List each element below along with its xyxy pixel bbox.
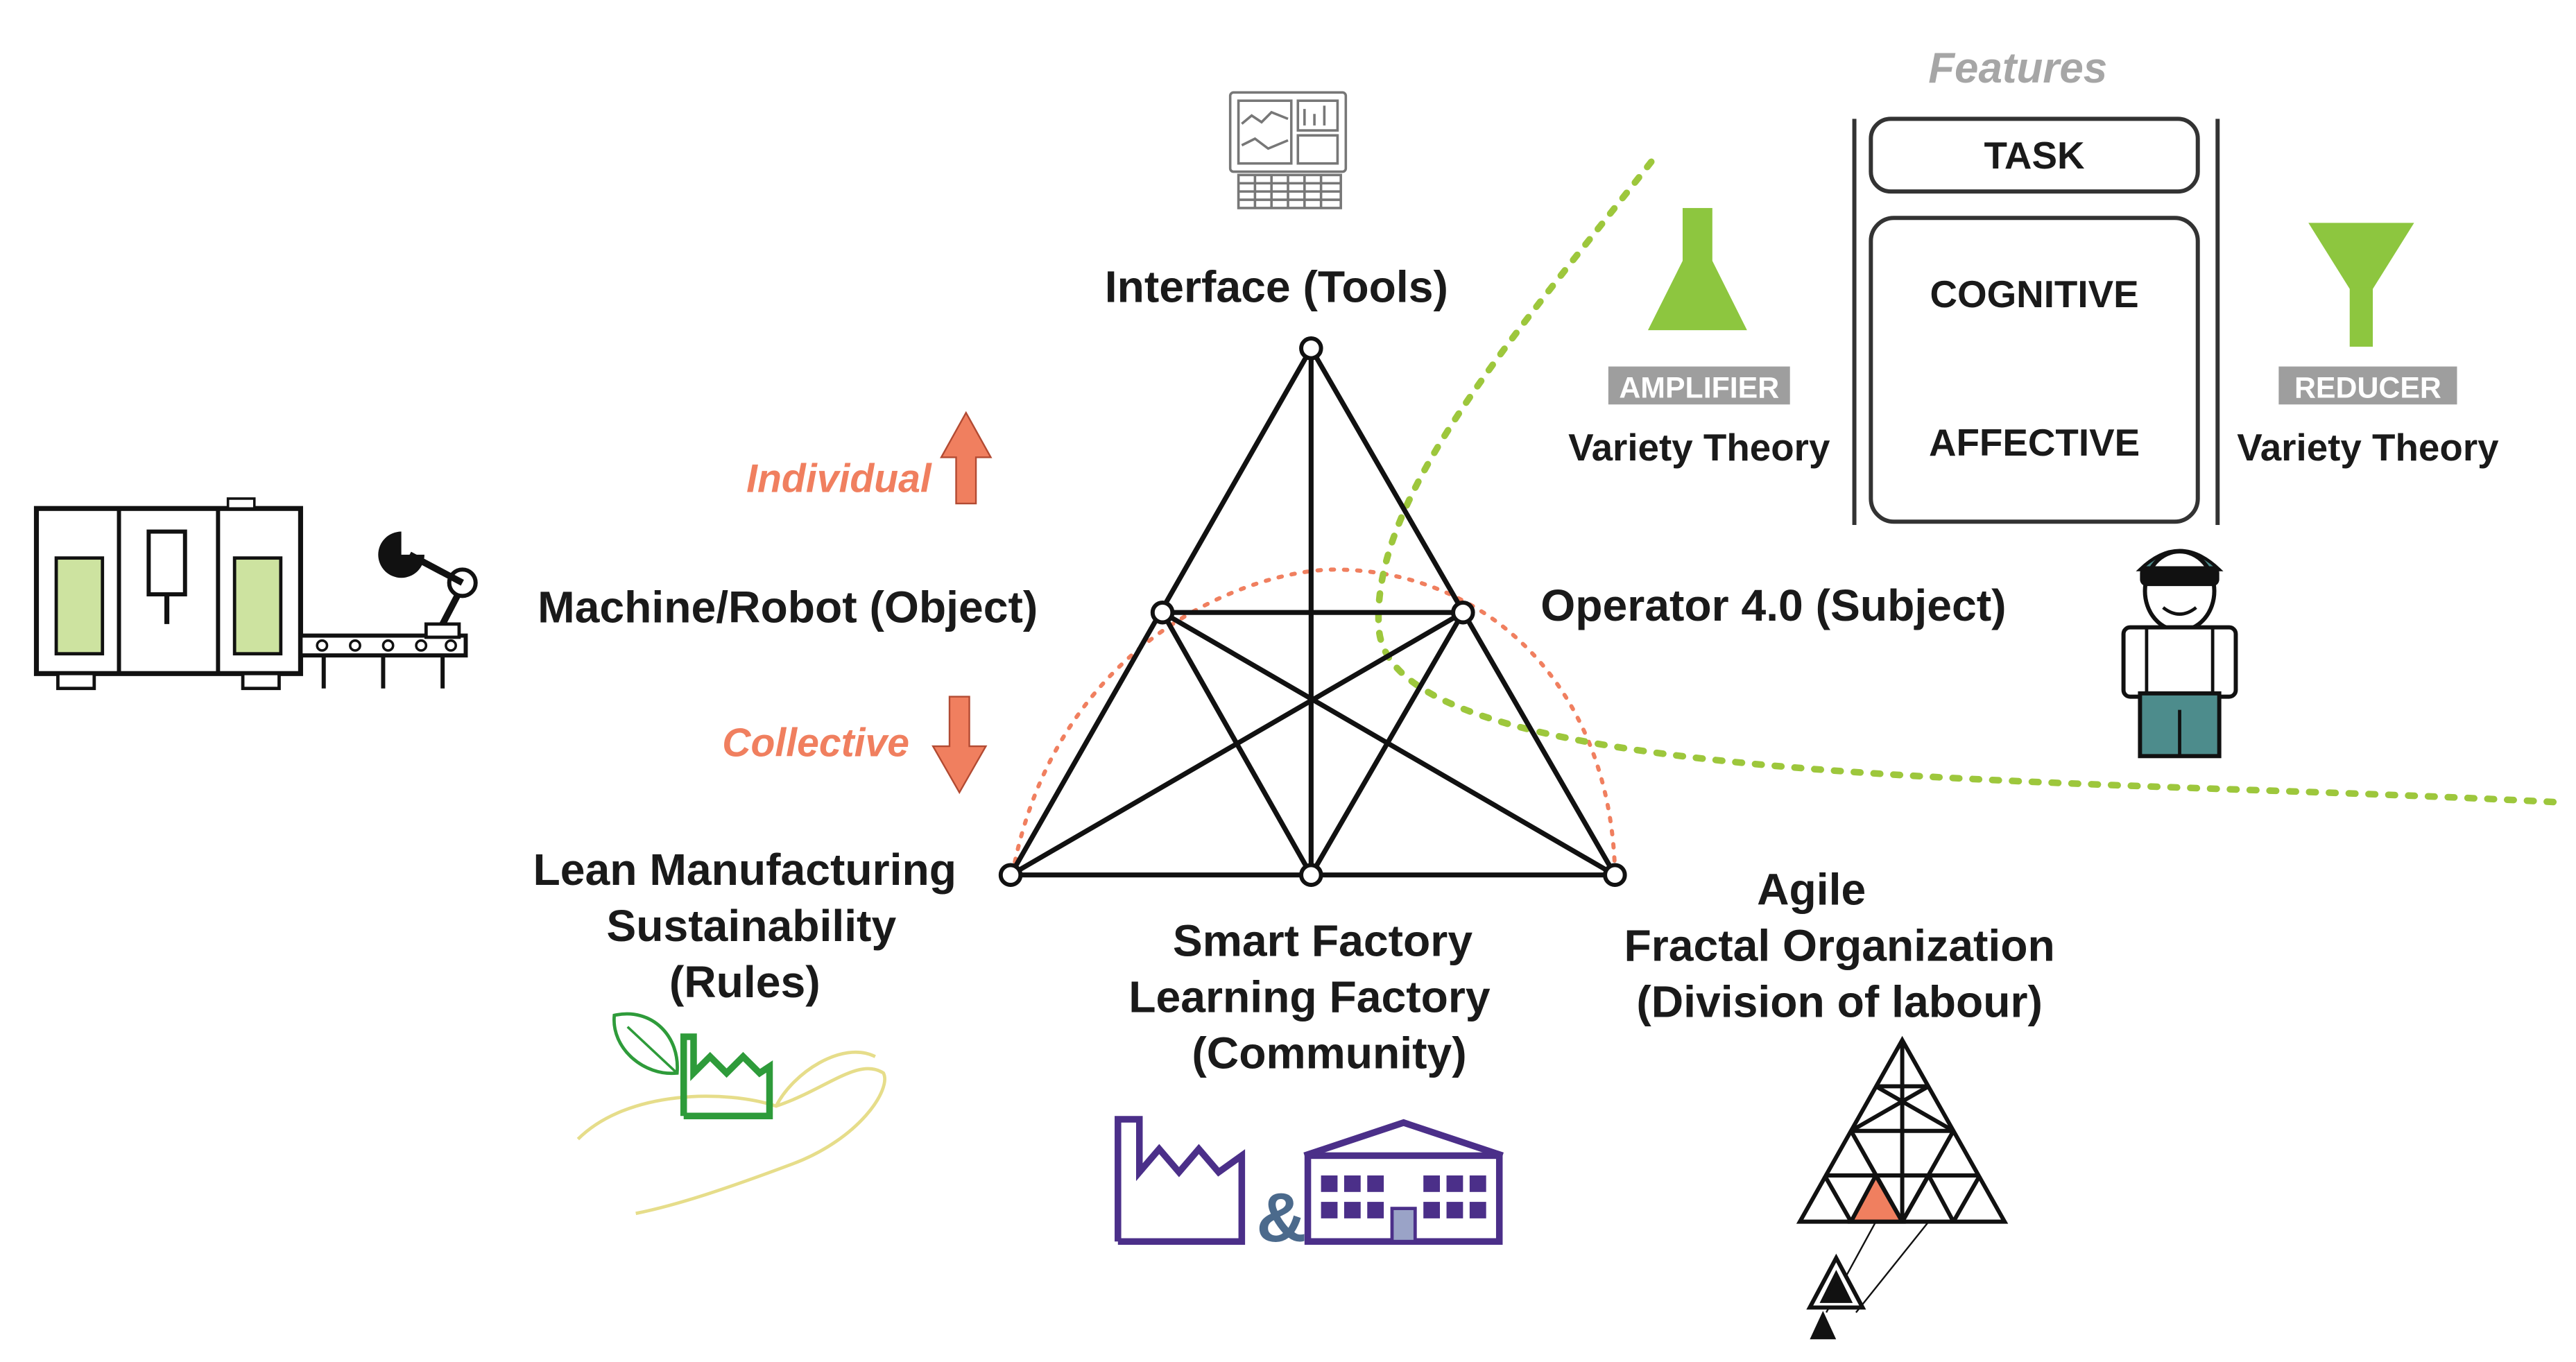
reducer-tag: REDUCER (2294, 372, 2441, 405)
learning-factory-icon (1303, 1119, 1504, 1245)
arrow-up-icon (940, 411, 993, 505)
cognitive-affective-box (1869, 216, 2200, 524)
agile-line-2: Fractal Organization (1624, 921, 2054, 971)
activity-triangle (1008, 347, 1617, 878)
lean-line-1: Lean Manufacturing (533, 845, 956, 895)
smart-factory-icon (1115, 1116, 1246, 1245)
smart-line-1: Smart Factory (1173, 915, 1472, 965)
green-factory-in-hand-icon (576, 1012, 886, 1216)
label-interface-tools: Interface (Tools) (1105, 262, 1448, 312)
label-agile: Agile Fractal Organization (Division of … (1624, 865, 2054, 1027)
amplifier-variety-theory: Variety Theory (1568, 426, 1830, 469)
label-lean-manufacturing: Lean Manufacturing Sustainability (Rules… (533, 845, 956, 1007)
label-smart-factory: Smart Factory Learning Factory (Communit… (1128, 915, 1491, 1078)
reducer-variety-theory: Variety Theory (2237, 426, 2499, 469)
lean-line-3: (Rules) (669, 957, 821, 1007)
machine-robot-icon (33, 497, 478, 691)
individual-label: Individual (746, 456, 932, 501)
lean-line-2: Sustainability (606, 901, 896, 951)
computer-monitor-icon (1228, 91, 1348, 209)
orange-dotted-arc (1010, 567, 1617, 877)
cognitive-label: COGNITIVE (1930, 273, 2138, 316)
label-machine-robot: Machine/Robot (Object) (538, 582, 1038, 632)
smart-line-3: (Community) (1192, 1028, 1466, 1078)
features-panel (1852, 119, 2220, 526)
amplifier-tag: AMPLIFIER (1619, 372, 1779, 405)
operator-icon (2121, 549, 2238, 759)
agile-line-1: Agile (1757, 865, 1866, 915)
agile-line-3: (Division of labour) (1636, 976, 2043, 1026)
funnel-reducer-icon (2308, 223, 2414, 347)
green-dotted-curve (1375, 158, 2563, 806)
affective-label: AFFECTIVE (1929, 421, 2140, 464)
triangle-nodes (998, 336, 1627, 887)
label-operator: Operator 4.0 (Subject) (1540, 580, 2006, 630)
amplifier-tag-bg (1608, 366, 1790, 405)
arrow-down-icon (931, 696, 988, 795)
features-title: Features (1928, 44, 2107, 92)
fractal-triangle-icon (1796, 1035, 2009, 1340)
funnel-amplifier-icon (1647, 207, 1747, 331)
task-label: TASK (1984, 134, 2085, 177)
task-box (1869, 117, 2200, 194)
ampersand: & (1256, 1179, 1306, 1257)
collective-label: Collective (722, 721, 909, 765)
smart-line-2: Learning Factory (1128, 972, 1491, 1022)
reducer-tag-bg (2278, 366, 2457, 405)
